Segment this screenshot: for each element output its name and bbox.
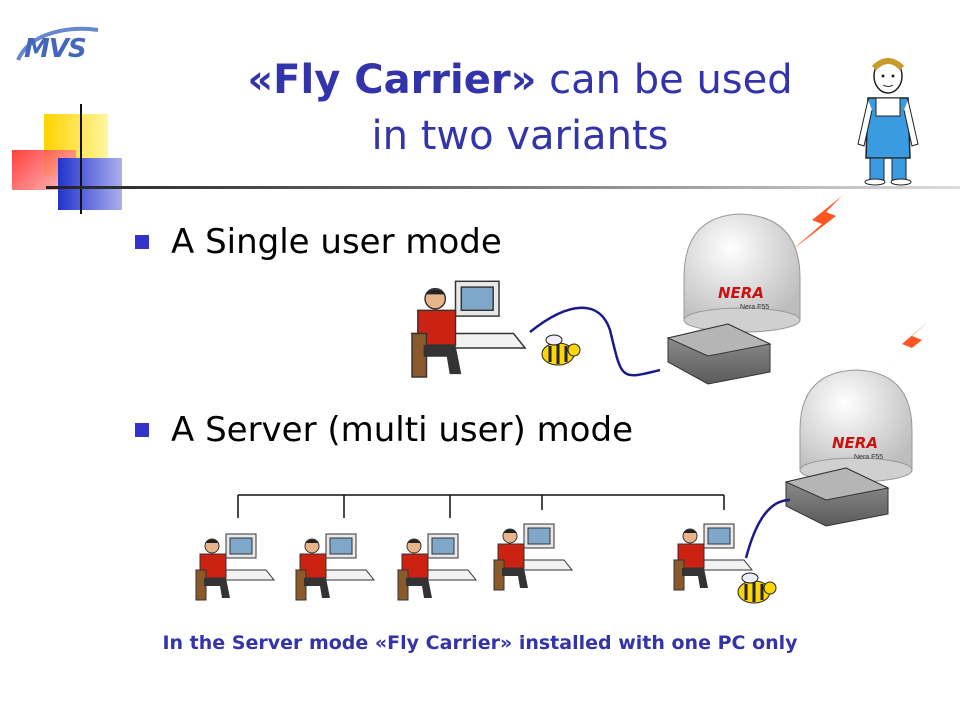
mvs-logo bbox=[10, 22, 100, 72]
pc-user-image bbox=[411, 280, 526, 378]
pc-user-image bbox=[397, 533, 477, 601]
cable-line bbox=[744, 498, 791, 559]
antenna-brand-label: NERA bbox=[718, 284, 764, 302]
pc-user-image bbox=[493, 523, 573, 591]
decor-vertical-line bbox=[80, 104, 82, 214]
bee-icon bbox=[737, 572, 777, 604]
antenna-brand-label: NERA bbox=[832, 434, 878, 452]
title-underline bbox=[46, 186, 960, 189]
terminal-box-image bbox=[666, 323, 772, 385]
title-line1-rest: can be used bbox=[536, 57, 793, 103]
footer-note: In the Server mode «Fly Carrier» install… bbox=[162, 632, 798, 654]
satellite-dome-image bbox=[683, 213, 801, 333]
pc-user-image bbox=[295, 533, 375, 601]
satellite-dome-image bbox=[799, 369, 913, 483]
bullet-label: A Single user mode bbox=[171, 222, 502, 262]
title-line2: in two variants bbox=[371, 113, 669, 159]
terminal-box-image bbox=[784, 467, 890, 527]
bee-icon bbox=[541, 334, 581, 366]
logo-text: MVS bbox=[24, 34, 87, 64]
title-product-name: «Fly Carrier» bbox=[247, 57, 537, 103]
bullet-square-icon bbox=[135, 235, 149, 249]
decor-blue-block bbox=[58, 158, 122, 210]
page-title: «Fly Carrier» can be used in two variant… bbox=[180, 52, 860, 164]
bullet-square-icon bbox=[135, 423, 149, 437]
bullet-label: A Server (multi user) mode bbox=[171, 410, 633, 450]
cable-line bbox=[529, 306, 661, 377]
antenna-model-label: Nera F55 bbox=[854, 454, 884, 461]
lightning-icon bbox=[792, 196, 842, 250]
bullet-server-mode: A Server (multi user) mode bbox=[135, 410, 633, 450]
lightning-icon bbox=[874, 320, 930, 378]
cartoon-man-image bbox=[857, 58, 919, 186]
pc-user-image bbox=[673, 523, 753, 591]
pc-user-image bbox=[195, 533, 275, 601]
network-bus bbox=[237, 494, 725, 518]
logo-swoosh-icon bbox=[16, 26, 99, 61]
antenna-model-label: Nera F55 bbox=[740, 304, 770, 311]
bullet-single-user: A Single user mode bbox=[135, 222, 502, 262]
